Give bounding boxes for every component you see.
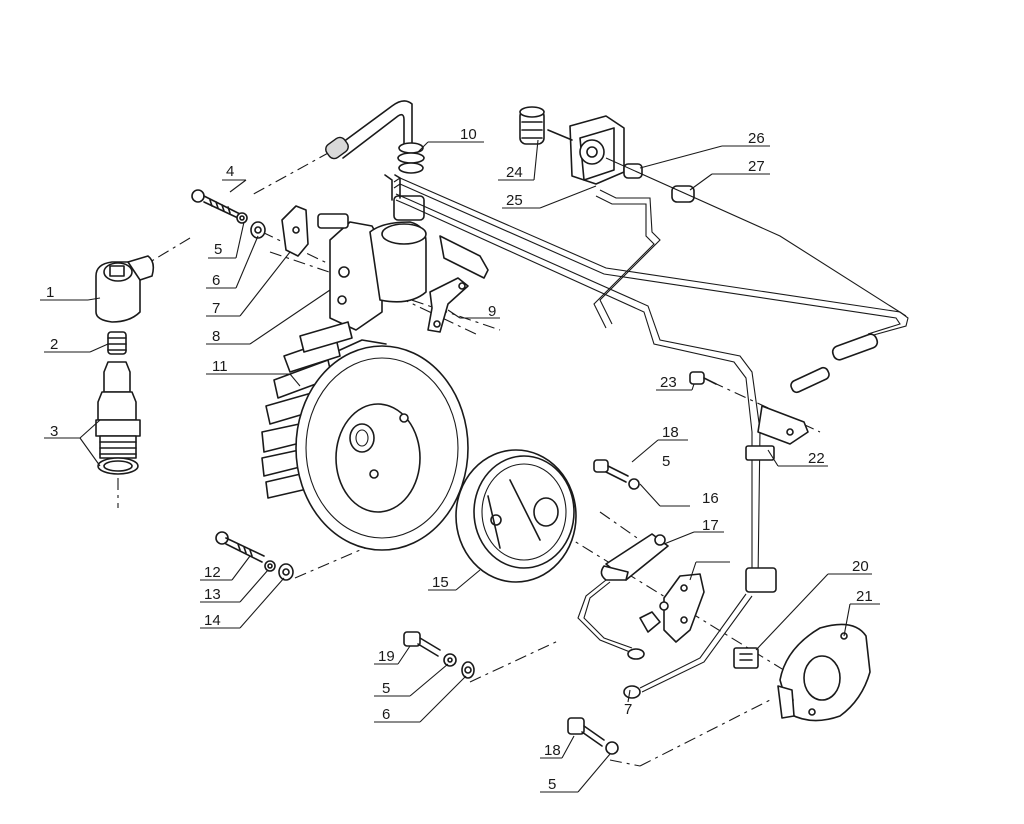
magnet-block-20 <box>733 647 759 669</box>
flywheel-bolt-12 <box>215 531 265 563</box>
lock-washer-13 <box>264 560 276 572</box>
callout-26: 26 <box>748 130 765 147</box>
ht-lead <box>325 100 425 174</box>
ignition-coil <box>317 174 427 331</box>
callout-23: 23 <box>660 374 677 391</box>
callout-14: 14 <box>204 612 221 629</box>
callout-6-top: 6 <box>212 272 220 289</box>
screw-19 <box>403 631 441 657</box>
callout-1: 1 <box>46 284 54 301</box>
clamp-plate-9 <box>427 277 469 333</box>
coil-bracket-7 <box>281 205 309 257</box>
washer-5-mid <box>443 653 457 667</box>
cap-spring <box>107 331 127 355</box>
callout-7: 7 <box>212 300 220 317</box>
flywheel <box>261 321 469 551</box>
callout-5-top: 5 <box>214 241 222 258</box>
washer-6-mid <box>461 661 475 679</box>
callout-17: 17 <box>702 517 719 534</box>
spark-plug-cap <box>95 255 155 323</box>
callout-11: 11 <box>212 358 228 375</box>
callout-12: 12 <box>204 564 221 581</box>
coil-bolt-4 <box>191 189 241 219</box>
coil-wiring-harness <box>393 177 909 581</box>
leader-lines <box>40 139 880 793</box>
spark-plug <box>95 361 141 475</box>
callout-16: 16 <box>702 490 719 507</box>
callout-22: 22 <box>808 450 825 467</box>
callout-25: 25 <box>506 192 523 209</box>
callout-2: 2 <box>50 336 58 353</box>
callout-15: 15 <box>432 574 449 591</box>
ignition-module <box>577 533 669 653</box>
callout-27: 27 <box>748 158 765 175</box>
screw-18-upper <box>593 459 629 483</box>
callout-3: 3 <box>50 423 58 440</box>
callout-5-mid: 5 <box>382 680 390 697</box>
washer-5-upper <box>628 478 640 490</box>
starter-pulley <box>455 449 577 583</box>
part-callouts: 1 2 3 4 5 6 7 8 9 10 11 12 13 14 15 16 1… <box>46 126 873 793</box>
callout-5-lower: 5 <box>548 776 556 793</box>
callout-24: 24 <box>506 164 523 181</box>
callout-7-lower: 7 <box>624 701 632 718</box>
callout-5-upper: 5 <box>662 453 670 470</box>
callout-6-mid: 6 <box>382 706 390 723</box>
washer-5-lower <box>605 741 619 755</box>
callout-13: 13 <box>204 586 221 603</box>
callout-18-lower: 18 <box>544 742 561 759</box>
wire-connectors <box>745 333 879 593</box>
stator-plate <box>777 623 871 722</box>
washer-14 <box>278 563 294 581</box>
ring-terminals <box>623 593 753 699</box>
washer-6 <box>250 221 266 239</box>
callout-10: 10 <box>460 126 477 143</box>
callout-4: 4 <box>226 163 234 180</box>
callout-21: 21 <box>856 588 873 605</box>
washer-5 <box>236 212 248 224</box>
callout-18-upper: 18 <box>662 424 679 441</box>
trigger-bracket-17 <box>639 573 705 643</box>
screw-23 <box>689 371 717 385</box>
callout-20: 20 <box>852 558 869 575</box>
screw-18-lower <box>567 717 605 747</box>
callout-9: 9 <box>488 303 496 320</box>
callout-8: 8 <box>212 328 220 345</box>
callout-19: 19 <box>378 648 395 665</box>
stop-switch-assembly <box>519 106 907 317</box>
